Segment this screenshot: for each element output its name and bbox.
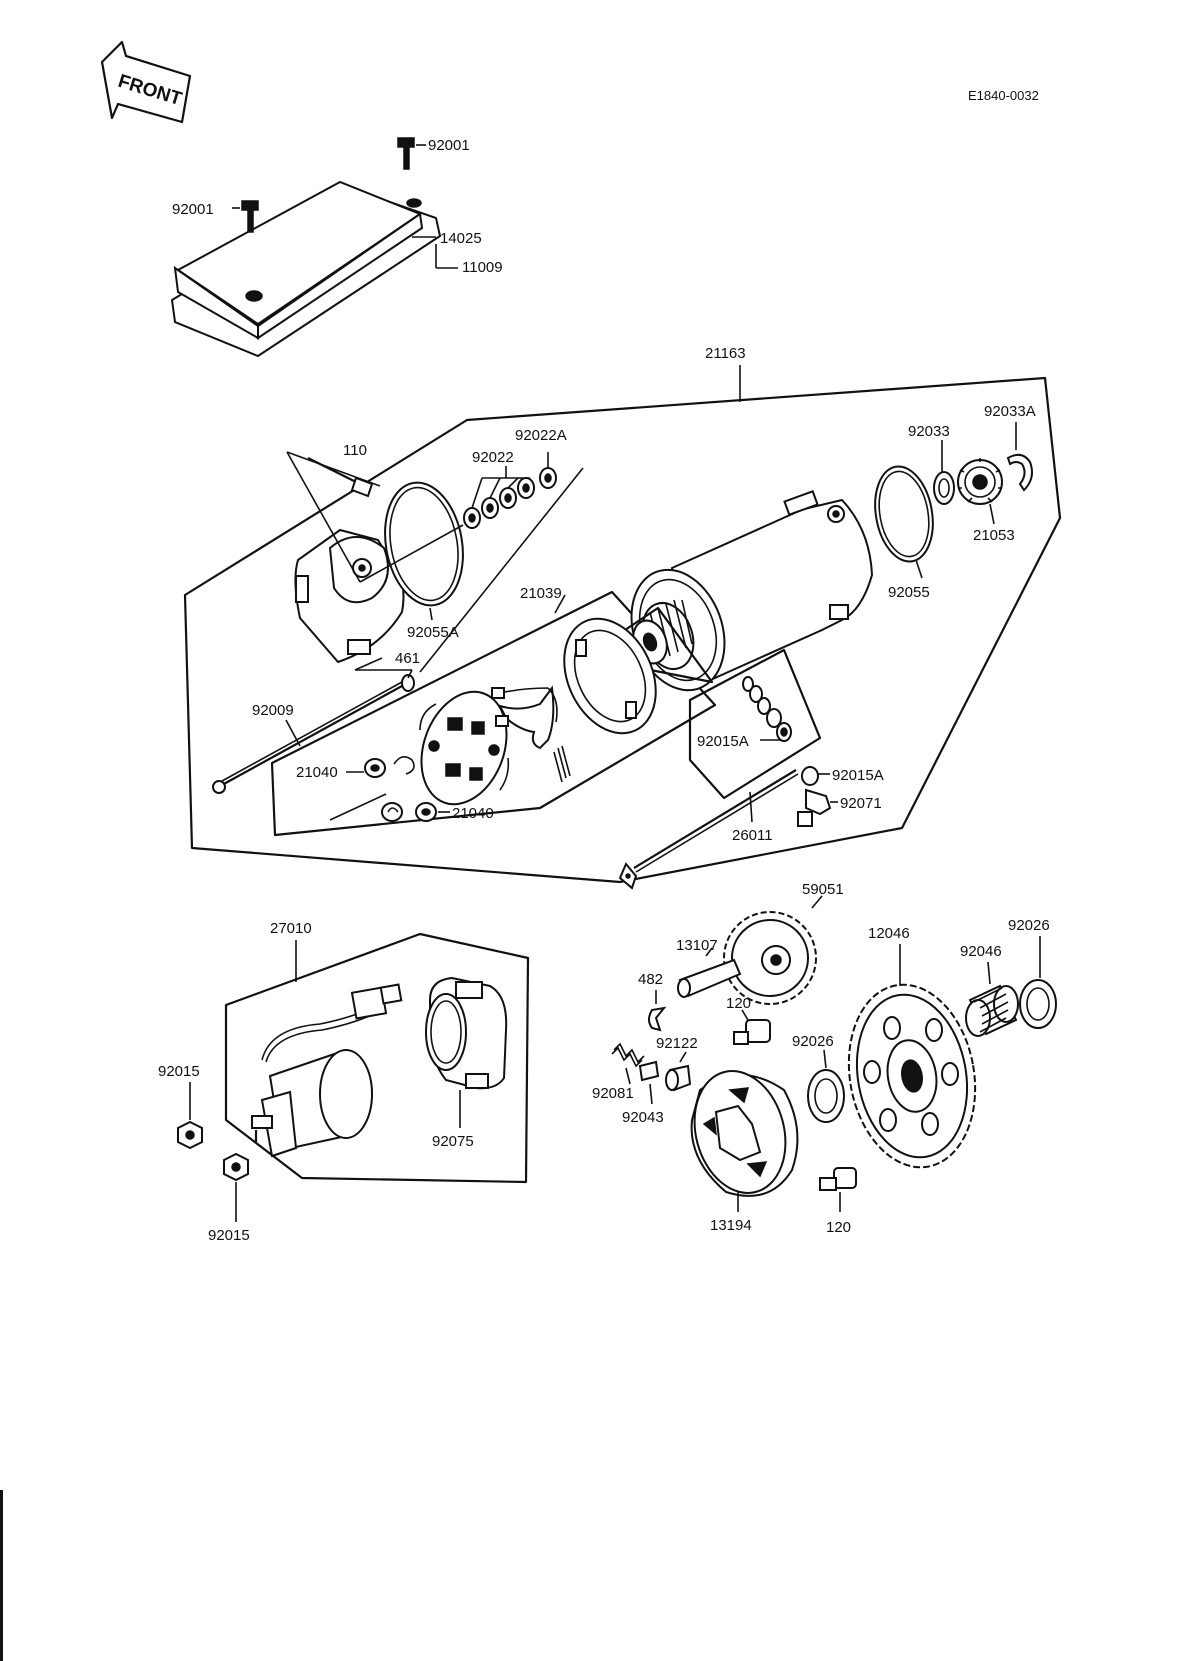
label-92015-a: 92015 xyxy=(158,1063,200,1080)
washer-92026-b xyxy=(807,1069,845,1123)
washer-92026-a xyxy=(1019,979,1057,1029)
brush-lead-wires xyxy=(491,685,571,783)
brush-holder-ring xyxy=(563,617,657,735)
boot-cover-92075 xyxy=(425,976,508,1090)
pin-92043 xyxy=(638,1060,660,1082)
label-11009: 11009 xyxy=(462,259,503,276)
terminal-lead-26011 xyxy=(618,769,799,890)
label-120-b: 120 xyxy=(826,1219,851,1236)
label-92033A: 92033A xyxy=(984,403,1036,420)
label-27010: 27010 xyxy=(270,920,312,937)
label-92015A-a: 92015A xyxy=(697,733,749,750)
bolt-120-a xyxy=(733,1019,771,1045)
label-92071: 92071 xyxy=(840,795,882,812)
label-59051: 59051 xyxy=(802,881,844,898)
nut-92015-b xyxy=(223,1152,249,1182)
brush-plate xyxy=(419,690,510,806)
label-92022A: 92022A xyxy=(515,427,567,444)
label-92055: 92055 xyxy=(888,584,930,601)
label-21053: 21053 xyxy=(973,527,1015,544)
label-92046: 92046 xyxy=(960,943,1002,960)
label-92026-b: 92026 xyxy=(792,1033,834,1050)
shaft-13107 xyxy=(677,958,742,998)
bolt-120-b xyxy=(819,1167,857,1191)
label-92075: 92075 xyxy=(432,1133,474,1150)
label-21040-a: 21040 xyxy=(296,764,338,781)
washer-461 xyxy=(401,674,415,692)
label-92015A-b: 92015A xyxy=(832,767,884,784)
label-13107: 13107 xyxy=(676,937,718,954)
bolt-92001-left xyxy=(241,200,259,233)
label-482: 482 xyxy=(638,971,663,988)
scan-edge-mark xyxy=(0,1490,3,1661)
washers-92015A xyxy=(742,676,792,742)
circlip-482 xyxy=(648,1006,667,1032)
assembly-boundary-21163 xyxy=(183,376,1062,884)
label-461: 461 xyxy=(395,650,420,667)
cover-14025 xyxy=(170,180,442,358)
label-110: 110 xyxy=(343,442,367,459)
circlip-92033A xyxy=(1006,453,1033,492)
label-92015-b: 92015 xyxy=(208,1227,250,1244)
label-13194: 13194 xyxy=(710,1217,752,1234)
label-21040-b: 21040 xyxy=(452,805,494,822)
assembly-boundary-27010 xyxy=(224,932,530,1184)
label-21163: 21163 xyxy=(705,345,746,362)
label-120-a: 120 xyxy=(726,995,751,1012)
label-92009: 92009 xyxy=(252,702,294,719)
label-21039: 21039 xyxy=(520,585,562,602)
front-arrow-icon: FRONT xyxy=(100,40,192,124)
nut-92015-a xyxy=(177,1120,203,1150)
starter-motor-27010 xyxy=(251,983,403,1158)
pinion-gear-21053 xyxy=(957,458,1003,505)
label-14025: 14025 xyxy=(440,230,482,247)
terminal-bolt-92071 xyxy=(797,788,832,827)
idler-gear-59051 xyxy=(723,911,817,1005)
label-92001-left: 92001 xyxy=(172,201,214,218)
label-12046: 12046 xyxy=(868,925,910,942)
front-label: FRONT xyxy=(115,71,184,110)
label-92055A: 92055A xyxy=(407,624,459,641)
assembly-boundary-21039 xyxy=(270,590,717,837)
needle-bearing-92046 xyxy=(965,984,1019,1037)
armature-commutator xyxy=(632,599,695,670)
label-26011: 26011 xyxy=(732,827,773,844)
brush-springs-21040 xyxy=(364,756,437,822)
one-way-clutch-13194 xyxy=(690,1070,799,1197)
washer-92033 xyxy=(933,471,955,505)
bolt-92001-top xyxy=(397,137,415,170)
label-92122: 92122 xyxy=(656,1035,698,1052)
spring-92081 xyxy=(611,1042,645,1068)
label-92033: 92033 xyxy=(908,423,950,440)
o-ring-92055A xyxy=(384,481,464,607)
label-92026-a: 92026 xyxy=(1008,917,1050,934)
diagram-id: E1840-0032 xyxy=(968,88,1039,103)
starter-clutch-gear-12046 xyxy=(847,983,977,1169)
label-92081: 92081 xyxy=(592,1085,634,1102)
label-92022: 92022 xyxy=(472,449,514,466)
label-92001-top: 92001 xyxy=(428,137,470,154)
through-bolt-92009 xyxy=(212,681,403,794)
o-ring-92055 xyxy=(874,465,934,563)
cylinder-92122 xyxy=(665,1064,692,1092)
label-92043: 92043 xyxy=(622,1109,664,1126)
